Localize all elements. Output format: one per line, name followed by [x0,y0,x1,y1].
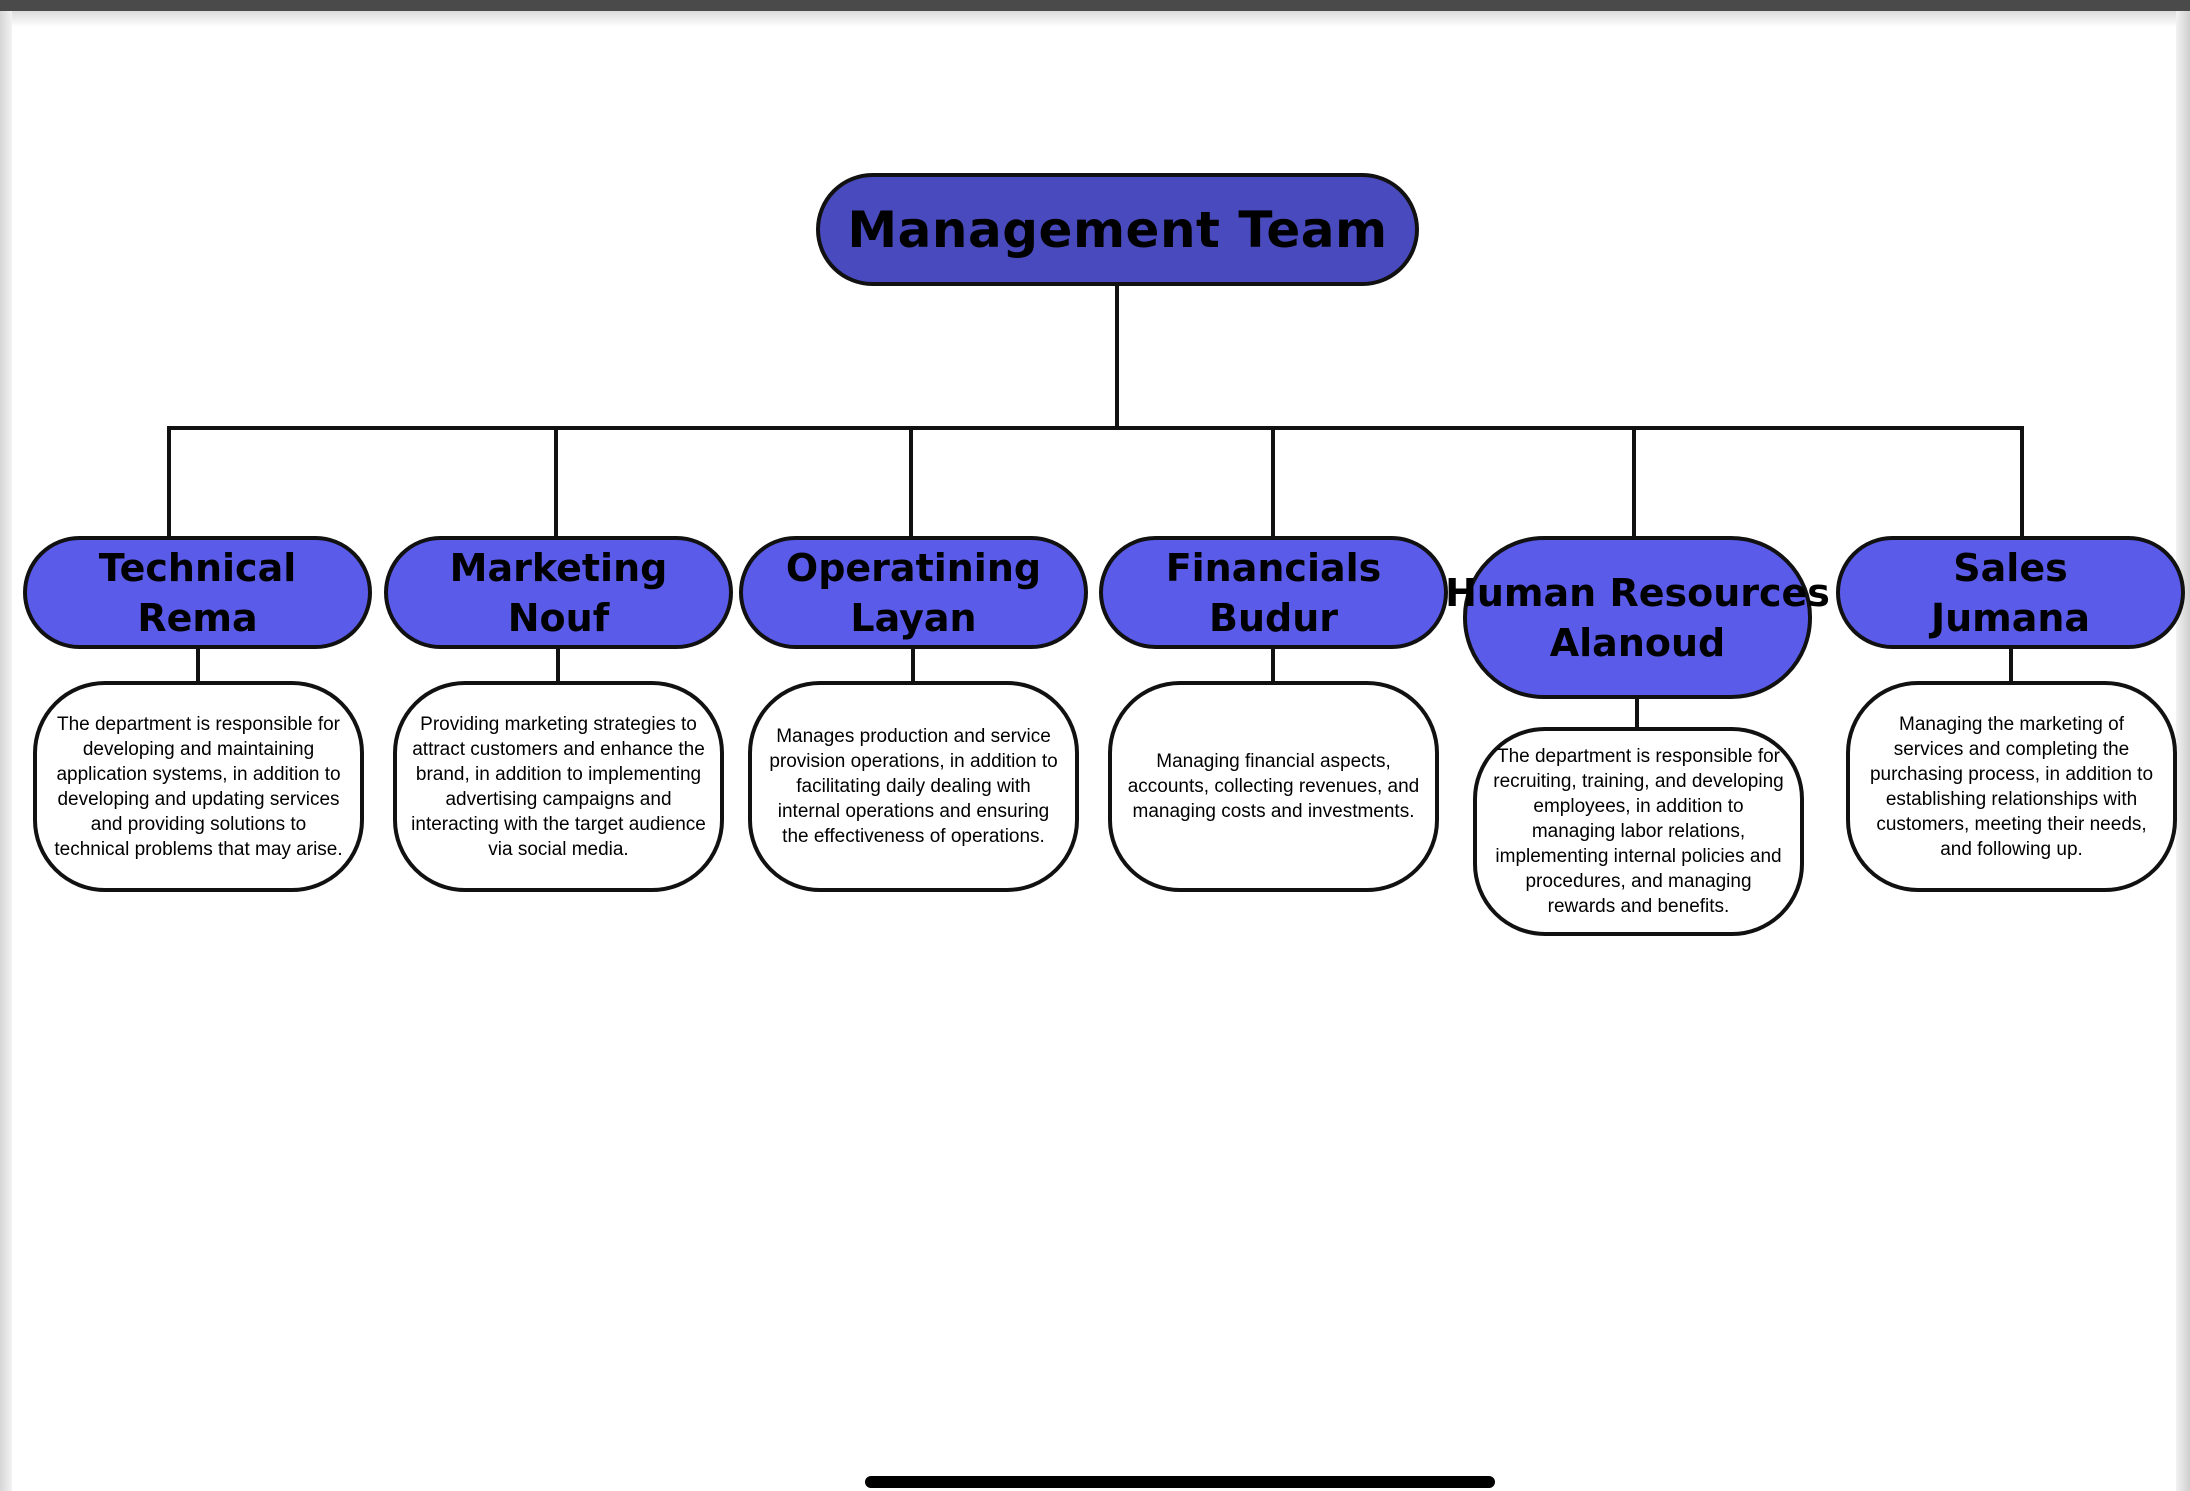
dept-node-human-resources: Human Resources Alanoud [1445,536,1830,699]
dept-node-marketing: Marketing Nouf [384,536,733,649]
desc-box-sales: Managing the marketing of services and c… [1846,681,2177,892]
page-right-edge [2176,11,2190,1491]
dept-name: Operatining [785,545,1042,590]
desc-text: Managing the marketing of services and c… [1869,713,2154,860]
desc-box-technical: The department is responsible for develo… [33,681,364,892]
page-top-shadow [0,11,2190,27]
desc-box-human-resources: The department is responsible for recrui… [1473,727,1804,936]
desc-text: The department is responsible for recrui… [1493,746,1784,917]
desc-box-marketing: Providing marketing strategies to attrac… [393,681,724,892]
desc-box-financials: Managing financial aspects, accounts, co… [1108,681,1439,892]
dept-name: Human Resources [1445,570,1830,615]
desc-text: Managing financial aspects, accounts, co… [1127,751,1420,822]
dept-person: Jumana [1930,595,2091,640]
dept-node-sales: Sales Jumana [1836,536,2185,649]
desc-box-operating: Manages production and service provision… [748,681,1079,892]
dept-node-technical: Technical Rema [23,536,372,649]
dept-person: Nouf [507,595,610,640]
dept-person: Rema [137,595,258,640]
home-indicator-bar[interactable] [865,1476,1495,1488]
desc-text: Manages production and service provision… [769,726,1058,847]
dept-person: Layan [850,595,977,640]
dept-name: Technical [98,545,297,590]
desc-text: Providing marketing strategies to attrac… [411,713,706,860]
root-title: Management Team [847,200,1388,259]
dept-name: Marketing [449,545,668,590]
window-top-bar [0,0,2190,11]
dept-person: Alanoud [1549,620,1726,665]
root-node-management-team: Management Team [816,173,1419,286]
dept-node-financials: Financials Budur [1099,536,1448,649]
dept-node-operating: Operatining Layan [739,536,1088,649]
dept-person: Budur [1208,595,1338,640]
dept-name: Sales [1953,545,2068,590]
dept-name: Financials [1165,545,1382,590]
page-left-edge [0,11,12,1491]
desc-text: The department is responsible for develo… [54,713,343,860]
